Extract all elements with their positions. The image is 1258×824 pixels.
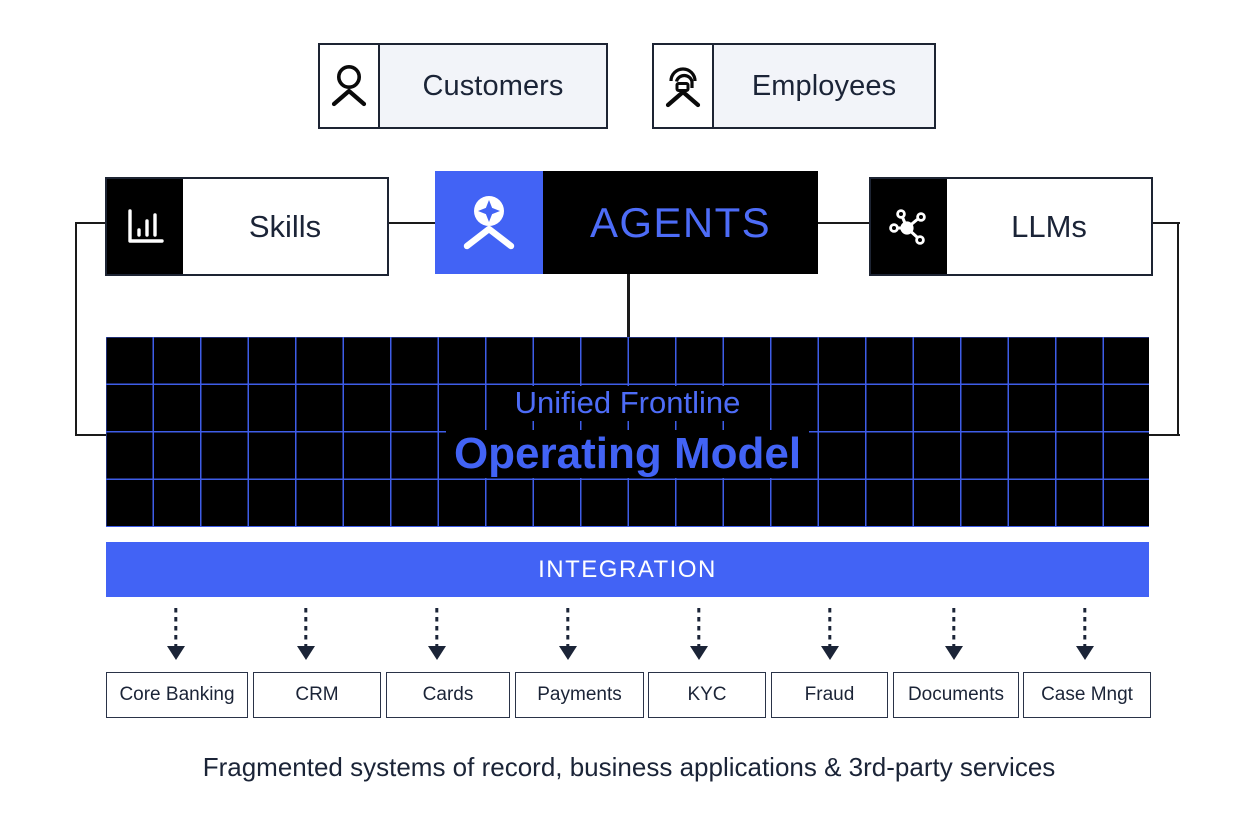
arrow-shaft (304, 608, 308, 646)
system-label: KYC (687, 684, 727, 705)
wire-skills-horizontal-in (75, 434, 115, 437)
core-operating-model-panel: Unified Frontline Operating Model (106, 337, 1149, 527)
person-headset-icon (654, 45, 714, 127)
arrow-shaft (828, 608, 832, 646)
wire-skills-vertical (75, 222, 78, 436)
arrow-shaft (697, 608, 701, 646)
system-label: Cards (422, 684, 474, 705)
system-label: Fraud (804, 684, 855, 705)
arrow-head (167, 646, 185, 660)
system-box-case-mngt[interactable]: Case Mngt (1023, 672, 1151, 718)
system-label: Payments (537, 684, 622, 705)
arrow-head (1076, 646, 1094, 660)
arrow-shaft (952, 608, 956, 646)
arrow-to-documents (938, 608, 970, 662)
arrow-head (821, 646, 839, 660)
wire-llms-horizontal-in (1140, 434, 1180, 437)
system-label: Documents (907, 684, 1005, 705)
wire-agents-to-llms (818, 222, 870, 225)
core-text-block: Unified Frontline Operating Model (106, 337, 1149, 527)
agents-label: AGENTS (543, 171, 818, 274)
arrow-head (428, 646, 446, 660)
arrow-shaft (1083, 608, 1087, 646)
wire-skills-to-agents (385, 222, 435, 225)
arrow-to-fraud (814, 608, 846, 662)
bar-chart-icon (107, 179, 183, 274)
system-box-documents[interactable]: Documents (893, 672, 1019, 718)
wire-agents-to-core (627, 272, 630, 338)
system-box-core-banking[interactable]: Core Banking (106, 672, 248, 718)
persona-label-employees: Employees (714, 45, 934, 127)
capability-label-skills: Skills (183, 179, 387, 274)
wire-skills-horizontal-out (75, 222, 107, 225)
arrow-head (559, 646, 577, 660)
system-box-fraud[interactable]: Fraud (771, 672, 888, 718)
capability-chip-llms[interactable]: LLMs (869, 177, 1153, 276)
arrow-to-core-banking (160, 608, 192, 662)
system-box-payments[interactable]: Payments (515, 672, 644, 718)
arrow-to-kyc (683, 608, 715, 662)
agents-chip[interactable]: AGENTS (435, 171, 818, 274)
arrow-shaft (174, 608, 178, 646)
system-box-kyc[interactable]: KYC (648, 672, 766, 718)
system-box-cards[interactable]: Cards (386, 672, 510, 718)
system-label: CRM (295, 684, 339, 705)
wire-llms-vertical (1177, 222, 1180, 436)
integration-label: INTEGRATION (538, 555, 717, 583)
arrow-head (690, 646, 708, 660)
arrow-to-crm (290, 608, 322, 662)
arrow-to-cards (421, 608, 453, 662)
persona-chip-customers[interactable]: Customers (318, 43, 608, 129)
system-label: Case Mngt (1041, 684, 1133, 705)
system-box-crm[interactable]: CRM (253, 672, 381, 718)
capability-label-llms: LLMs (947, 179, 1151, 274)
person-icon (320, 45, 380, 127)
arrow-to-case-mngt (1069, 608, 1101, 662)
integration-bar[interactable]: INTEGRATION (106, 542, 1149, 597)
persona-label-customers: Customers (380, 45, 606, 127)
core-title-line2: Operating Model (445, 429, 810, 478)
capability-chip-skills[interactable]: Skills (105, 177, 389, 276)
arrow-head (945, 646, 963, 660)
arrow-head (297, 646, 315, 660)
arrow-to-payments (552, 608, 584, 662)
core-title-line1: Unified Frontline (506, 386, 749, 421)
network-nodes-icon (871, 179, 947, 274)
footer-caption: Fragmented systems of record, business a… (0, 752, 1258, 783)
arrow-shaft (435, 608, 439, 646)
wire-llms-horizontal-out (1148, 222, 1180, 225)
persona-chip-employees[interactable]: Employees (652, 43, 936, 129)
system-label: Core Banking (119, 684, 235, 705)
footer-caption-text: Fragmented systems of record, business a… (202, 752, 1056, 782)
arrow-shaft (566, 608, 570, 646)
agent-sparkle-person-icon (435, 171, 543, 274)
